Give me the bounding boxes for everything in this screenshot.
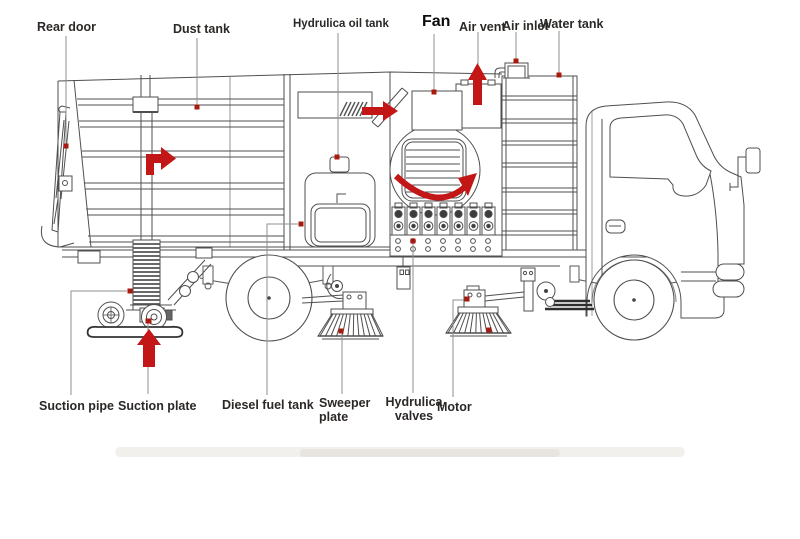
label-motor: Motor <box>437 400 472 414</box>
airflow-arrows <box>137 63 487 367</box>
air-inlet <box>494 62 530 79</box>
diesel-fuel-tank <box>304 156 376 248</box>
label-hydrulica-oil-tank: Hydrulica oil tank <box>293 18 389 30</box>
suction-plate <box>86 301 184 338</box>
dust-flow-arrow-icon <box>146 147 176 175</box>
fan-rotation-arrowhead-icon <box>458 173 477 196</box>
label-suction-pipe: Suction pipe <box>39 399 114 413</box>
dust-tank <box>57 71 503 250</box>
cab-step <box>545 299 594 311</box>
side-mirror <box>729 147 761 191</box>
label-fan: Fan <box>422 13 451 30</box>
front-wheel <box>593 259 675 341</box>
label-diesel-fuel-tank: Diesel fuel tank <box>222 398 314 412</box>
label-rear-door: Rear door <box>37 20 97 34</box>
rear-door <box>40 105 75 248</box>
label-sweeper-plate: Sweeper plate <box>319 396 371 424</box>
sweeper-plate-brush <box>301 273 384 340</box>
ground-shadow <box>115 447 685 457</box>
marker-dots <box>63 58 562 334</box>
label-air-inlet: Air inlet <box>502 19 549 33</box>
fan-rotation-arrow-icon <box>393 173 470 201</box>
valve-spools <box>391 202 496 236</box>
rear-wheel <box>225 254 313 342</box>
right-flow-arrow-icon <box>362 101 398 121</box>
water-tank <box>501 75 578 251</box>
label-air-vent: Air vent <box>459 20 506 34</box>
label-water-tank: Water tank <box>540 17 604 31</box>
motor-brush <box>396 256 556 337</box>
suction-pipe <box>132 239 213 311</box>
label-dust-tank: Dust tank <box>173 22 230 36</box>
cab <box>545 101 761 319</box>
hydrulica-valves <box>389 202 503 257</box>
front-bumper <box>681 263 745 298</box>
callout-lines <box>65 31 560 397</box>
air-vent-arrow-icon <box>468 63 487 105</box>
suction-arrow-icon <box>137 329 161 367</box>
label-suction-plate: Suction plate <box>118 399 197 413</box>
fan <box>389 79 502 216</box>
label-hydrulica-valves: Hydrulica valves <box>385 395 443 423</box>
